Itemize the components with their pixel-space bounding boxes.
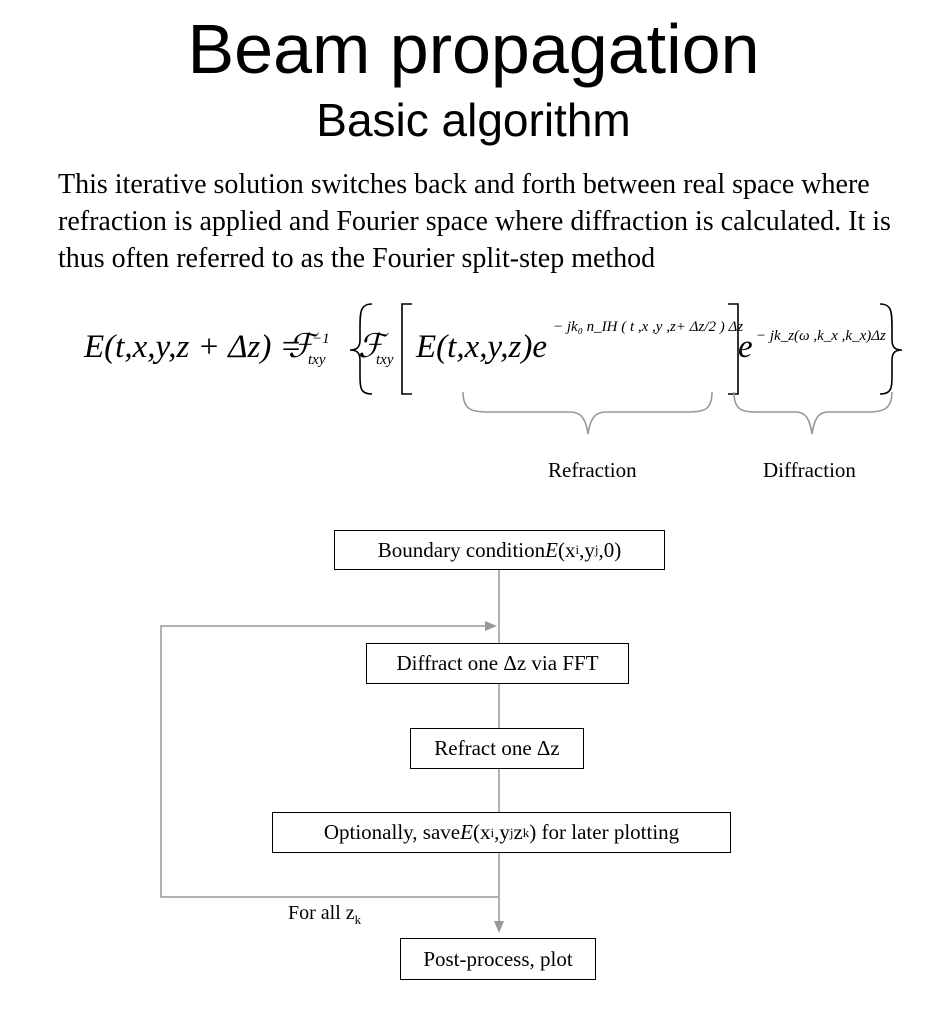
loop-arrowhead [485,621,497,631]
post-process-box: Post-process, plot [400,938,596,980]
post-arrowhead [494,921,504,933]
equation-field: E(t,x,y,z)e [416,329,548,365]
diffraction-exponent: − jk_z(ω ,k_x ,k_x)Δz [756,328,886,344]
fourier-inverse-symbol: ℱ [288,329,314,365]
square-bracket-left [401,303,412,395]
refraction-brace-label: Refraction [548,458,637,482]
diffraction-underbrace [733,391,893,435]
diffraction-brace-label: Diffraction [763,458,856,482]
diffract-step-box: Diffract one Δz via FFT [366,643,629,684]
equation-lhs: E(t,x,y,z + Δz) = [84,329,302,365]
refraction-underbrace [462,391,713,435]
fourier-subscript: txy [376,352,394,368]
refraction-exponent: − jk₀ n_IH ( t ,x ,y ,z+ Δz/2 ) Δz [553,319,744,335]
page-title: Beam propagation [187,10,760,88]
square-bracket-right [728,303,739,395]
loop-label: For all zk [288,902,362,927]
curly-brace-right [879,303,903,395]
intro-paragraph: This iterative solution switches back an… [58,169,891,274]
page-subtitle: Basic algorithm [316,94,631,146]
curly-brace-left [349,303,373,395]
fourier-inverse-subscript: txy [308,352,326,368]
fourier-inverse-superscript: −1 [312,331,330,347]
diffraction-base: e [738,329,753,365]
loop-back-line [160,625,499,898]
refract-step-box: Refract one Δz [410,728,584,769]
fourier-symbol: ℱ [358,329,384,365]
